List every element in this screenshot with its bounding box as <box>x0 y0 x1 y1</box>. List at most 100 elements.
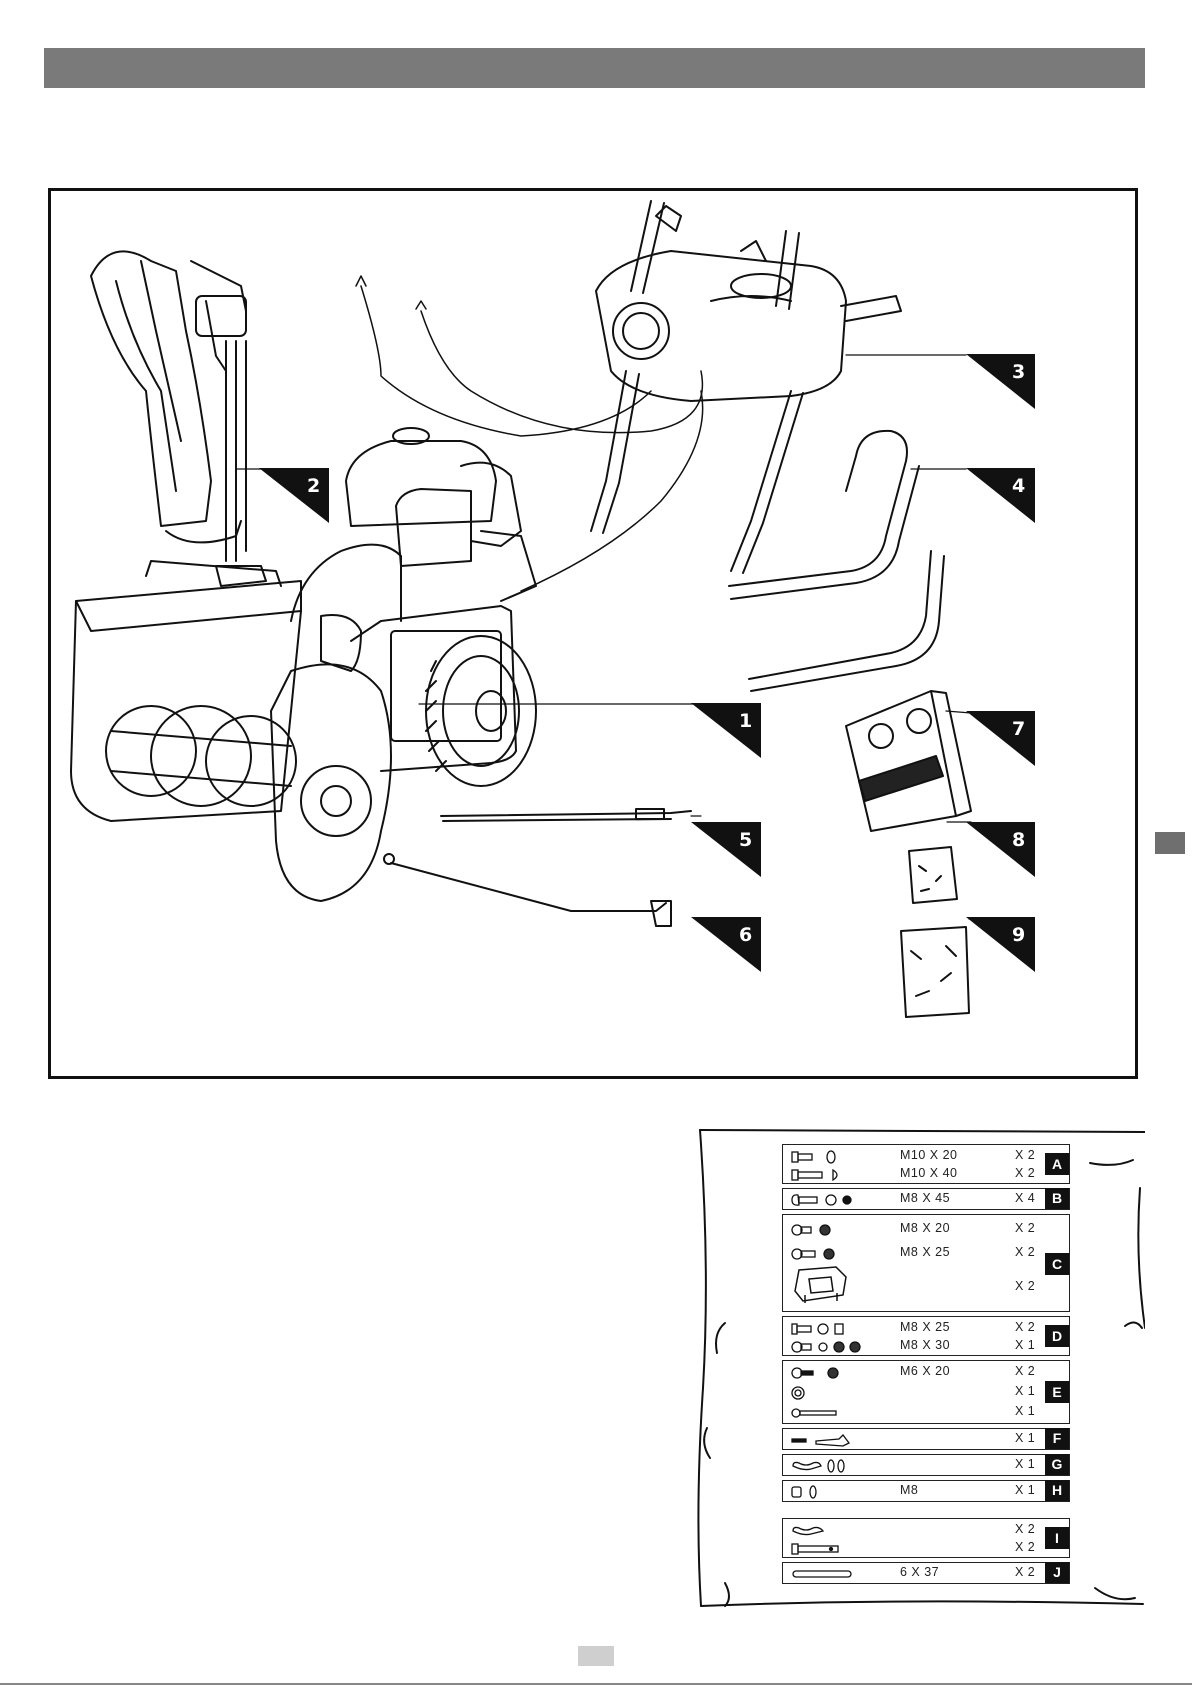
hardware-line: X 1 <box>783 1457 1071 1475</box>
callout-7: 7 <box>966 711 1035 766</box>
hardware-group-c: M8 X 20 X 2 M8 X 25 X 2 X 2 C <box>782 1214 1070 1312</box>
hardware-size: M8 X 20 <box>900 1221 950 1235</box>
hardware-size: M10 X 40 <box>900 1166 958 1180</box>
hardware-qty: X 4 <box>1015 1191 1035 1205</box>
hardware-group-letter: I <box>1045 1527 1069 1549</box>
bolt-nut-icon <box>791 1366 851 1383</box>
clevis-pin-icon <box>791 1542 851 1559</box>
callout-9: 9 <box>966 917 1035 972</box>
hardware-size: M8 X 25 <box>900 1320 950 1334</box>
hardware-qty: X 2 <box>1015 1320 1035 1334</box>
section-header-bar <box>44 48 1145 88</box>
callout-7-label: 7 <box>1012 718 1025 740</box>
shear-pin-icon <box>791 1567 861 1584</box>
hardware-group-letter: F <box>1045 1428 1069 1449</box>
hairpin-icon <box>791 1524 841 1541</box>
callout-9-label: 9 <box>1012 924 1025 946</box>
hardware-qty: X 1 <box>1015 1483 1035 1497</box>
discharge-chute-drawing <box>91 251 266 586</box>
hardware-size: M8 X 45 <box>900 1191 950 1205</box>
hardware-group-f: X 1 F <box>782 1428 1070 1450</box>
hardware-qty: X 2 <box>1015 1166 1035 1180</box>
bolt-washers-nut-icon <box>791 1340 891 1357</box>
control-panel-drawing <box>591 201 901 573</box>
callout-5: 5 <box>691 822 761 877</box>
chute-crank-rod-drawing <box>384 854 671 926</box>
hardware-line: X 1 <box>783 1404 1071 1422</box>
hardware-size: 6 X 37 <box>900 1565 939 1579</box>
callout-3-label: 3 <box>1012 361 1025 383</box>
large-hardware-bag-drawing <box>901 927 969 1017</box>
hardware-qty: X 2 <box>1015 1245 1035 1259</box>
hardware-group-letter: B <box>1045 1188 1069 1209</box>
nut-washer-icon <box>791 1485 831 1502</box>
hardware-line: M8 X 30 X 1 <box>783 1338 1071 1356</box>
callout-8-label: 8 <box>1012 829 1025 851</box>
hardware-line: M6 X 20 X 2 <box>783 1364 1071 1382</box>
hardware-group-h: M8 X 1 H <box>782 1480 1070 1502</box>
hardware-group-letter: D <box>1045 1325 1069 1347</box>
hardware-group-e: M6 X 20 X 2 X 1 X 1 E <box>782 1360 1070 1424</box>
callout-3: 3 <box>966 354 1035 409</box>
hardware-line: M8 X 25 X 2 <box>783 1320 1071 1338</box>
hardware-group-letter: G <box>1045 1454 1069 1475</box>
callout-2-label: 2 <box>307 475 320 497</box>
hardware-group-i: X 2 X 2 I <box>782 1518 1070 1558</box>
hardware-size: M6 X 20 <box>900 1364 950 1378</box>
hardware-line: 6 X 37 X 2 <box>783 1565 1071 1583</box>
control-rod-drawing <box>441 809 691 821</box>
hardware-group-d: M8 X 25 X 2 M8 X 30 X 1 D <box>782 1316 1070 1356</box>
hardware-size: M10 X 20 <box>900 1148 958 1162</box>
hardware-qty: X 2 <box>1015 1540 1035 1554</box>
hardware-size: M8 <box>900 1483 918 1497</box>
hardware-group-letter: C <box>1045 1253 1069 1275</box>
pin-clip-icon <box>791 1433 861 1450</box>
hardware-group-j: 6 X 37 X 2 J <box>782 1562 1070 1584</box>
page-number-box <box>578 1646 614 1666</box>
callout-1: 1 <box>691 703 761 758</box>
hardware-group-letter: H <box>1045 1480 1069 1501</box>
hardware-line: M8 X 1 <box>783 1483 1071 1501</box>
parts-illustration: 2 3 4 1 7 5 8 6 9 <box>51 191 1135 1076</box>
callout-4-label: 4 <box>1012 475 1025 497</box>
hardware-qty: X 2 <box>1015 1522 1035 1536</box>
long-bolt-nut-icon <box>791 1168 851 1185</box>
pin-icon <box>791 1406 851 1423</box>
washer-icon <box>791 1386 821 1403</box>
bolt-nut-icon <box>791 1247 841 1264</box>
parts-diagram: 2 3 4 1 7 5 8 6 9 <box>48 188 1138 1079</box>
hardware-qty: X 2 <box>1015 1565 1035 1579</box>
hardware-group-g: X 1 G <box>782 1454 1070 1476</box>
callout-2: 2 <box>259 468 329 523</box>
bolt-washer-nut-icon <box>791 1322 861 1339</box>
carriage-bolt-washer-nut-icon <box>791 1193 861 1210</box>
hardware-bag-panel: M10 X 20 X 2 M10 X 40 X 2 A M8 X 45 X 4 … <box>695 1128 1145 1610</box>
hardware-line: M10 X 40 X 2 <box>783 1166 1071 1184</box>
hardware-line: X 1 <box>783 1384 1071 1402</box>
hardware-line: M8 X 25 X 2 <box>783 1245 1071 1263</box>
hardware-group-letter: A <box>1045 1153 1069 1175</box>
hardware-group-a: M10 X 20 X 2 M10 X 40 X 2 A <box>782 1144 1070 1184</box>
hairpin-washers-icon <box>791 1459 861 1476</box>
hardware-line: X 2 <box>783 1279 1071 1297</box>
bolt-washer-icon <box>791 1150 851 1167</box>
hardware-line: X 2 <box>783 1540 1071 1558</box>
hardware-size: M8 X 25 <box>900 1245 950 1259</box>
section-side-tab <box>1155 832 1185 854</box>
skid-shoe-icon <box>791 1265 851 1308</box>
callout-1-label: 1 <box>739 710 752 732</box>
hardware-qty: X 2 <box>1015 1221 1035 1235</box>
hardware-line: X 1 <box>783 1431 1071 1449</box>
callout-4: 4 <box>966 468 1035 523</box>
hardware-qty: X 1 <box>1015 1384 1035 1398</box>
upper-handle-drawing <box>729 431 944 691</box>
control-cables-drawing <box>356 276 703 591</box>
hardware-line: X 2 <box>783 1522 1071 1540</box>
hardware-size: M8 X 30 <box>900 1338 950 1352</box>
callout-6: 6 <box>691 917 761 972</box>
hardware-qty: X 1 <box>1015 1457 1035 1471</box>
hardware-qty: X 2 <box>1015 1279 1035 1293</box>
callout-5-label: 5 <box>739 829 752 851</box>
hardware-line: M10 X 20 X 2 <box>783 1148 1071 1166</box>
hardware-qty: X 1 <box>1015 1431 1035 1445</box>
